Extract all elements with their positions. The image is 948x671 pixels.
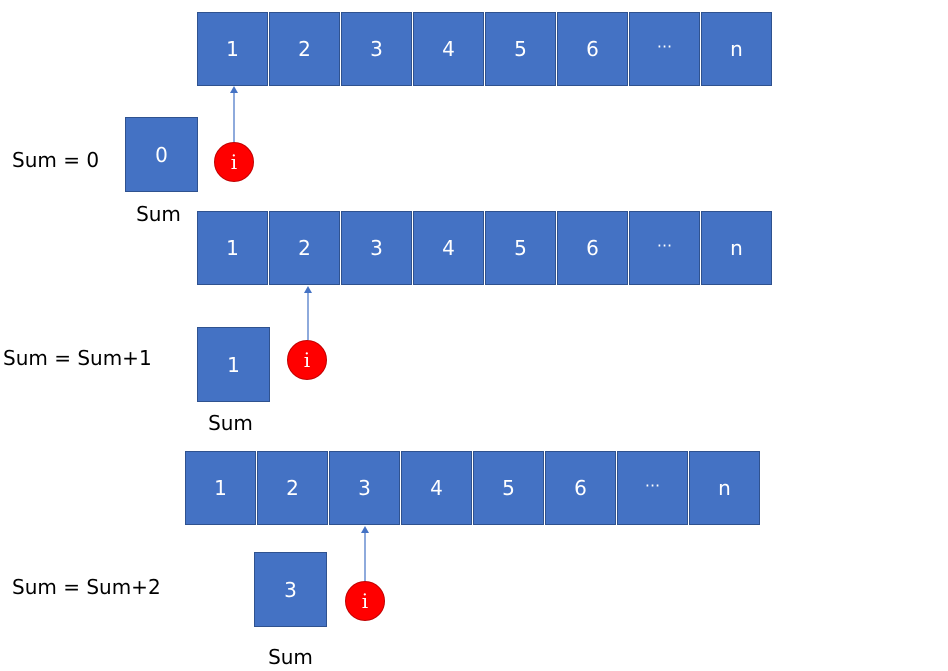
array-cell: 4 [413, 12, 484, 86]
array-cell: n [701, 211, 772, 285]
array-cell: 4 [401, 451, 472, 525]
pointer-i-marker: i [214, 142, 254, 182]
array-cell: 3 [341, 12, 412, 86]
array-row: 1 2 3 4 5 6 ··· n [197, 12, 772, 86]
sum-box: 1 [197, 327, 270, 402]
sum-caption: Sum [268, 645, 313, 669]
sum-caption: Sum [136, 202, 181, 226]
sum-box: 0 [125, 117, 198, 192]
array-cell: 3 [329, 451, 400, 525]
array-cell: 1 [185, 451, 256, 525]
array-cell: 2 [269, 211, 340, 285]
array-cell: 5 [473, 451, 544, 525]
array-cell-ellipsis: ··· [629, 12, 700, 86]
sum-caption: Sum [208, 411, 253, 435]
array-row: 1 2 3 4 5 6 ··· n [185, 451, 760, 525]
array-cell: 6 [557, 12, 628, 86]
array-cell: n [701, 12, 772, 86]
array-cell: 3 [341, 211, 412, 285]
sum-box: 3 [254, 552, 327, 627]
sum-formula: Sum = Sum+2 [12, 575, 161, 599]
array-cell: 5 [485, 211, 556, 285]
pointer-i-marker: i [345, 581, 385, 621]
array-row: 1 2 3 4 5 6 ··· n [197, 211, 772, 285]
array-cell-ellipsis: ··· [617, 451, 688, 525]
pointer-i-marker: i [287, 340, 327, 380]
array-cell: 2 [269, 12, 340, 86]
sum-formula: Sum = Sum+1 [3, 346, 152, 370]
array-cell-ellipsis: ··· [629, 211, 700, 285]
array-cell: 2 [257, 451, 328, 525]
array-cell: 1 [197, 12, 268, 86]
array-cell: 5 [485, 12, 556, 86]
array-cell: 4 [413, 211, 484, 285]
array-cell: 6 [557, 211, 628, 285]
array-cell: 6 [545, 451, 616, 525]
array-cell: 1 [197, 211, 268, 285]
sum-formula: Sum = 0 [12, 148, 100, 172]
array-cell: n [689, 451, 760, 525]
